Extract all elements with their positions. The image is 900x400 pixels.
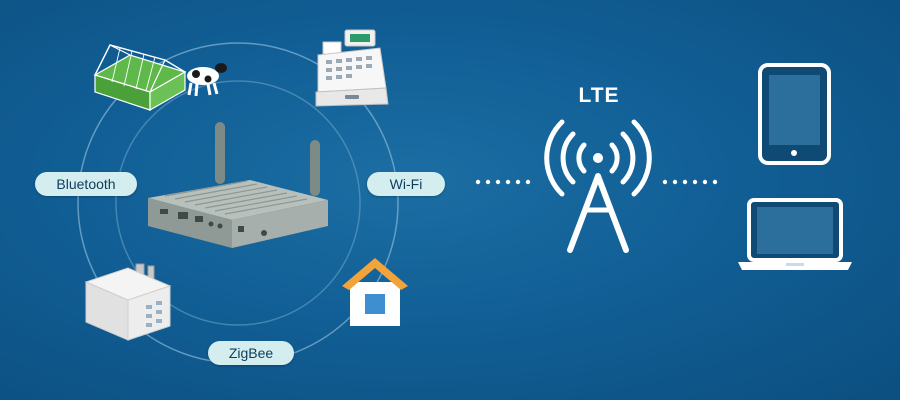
cell-tower-icon [544,119,652,253]
greenhouse-with-cow-icon [93,44,227,112]
cash-register-icon [315,29,389,107]
house-icon [342,258,408,326]
gateway-router-icon [148,122,328,248]
laptop-icon [738,198,852,270]
zigbee-label: ZigBee [208,341,294,365]
tablet-icon [758,63,831,165]
dotted-connector-right [662,179,718,185]
sensor-module-icon [84,263,172,341]
bluetooth-label: Bluetooth [35,172,137,196]
lte-label: LTE [578,84,620,107]
wifi-label: Wi-Fi [367,172,445,196]
dotted-connector-left [475,179,531,185]
inner-ring [115,80,361,326]
